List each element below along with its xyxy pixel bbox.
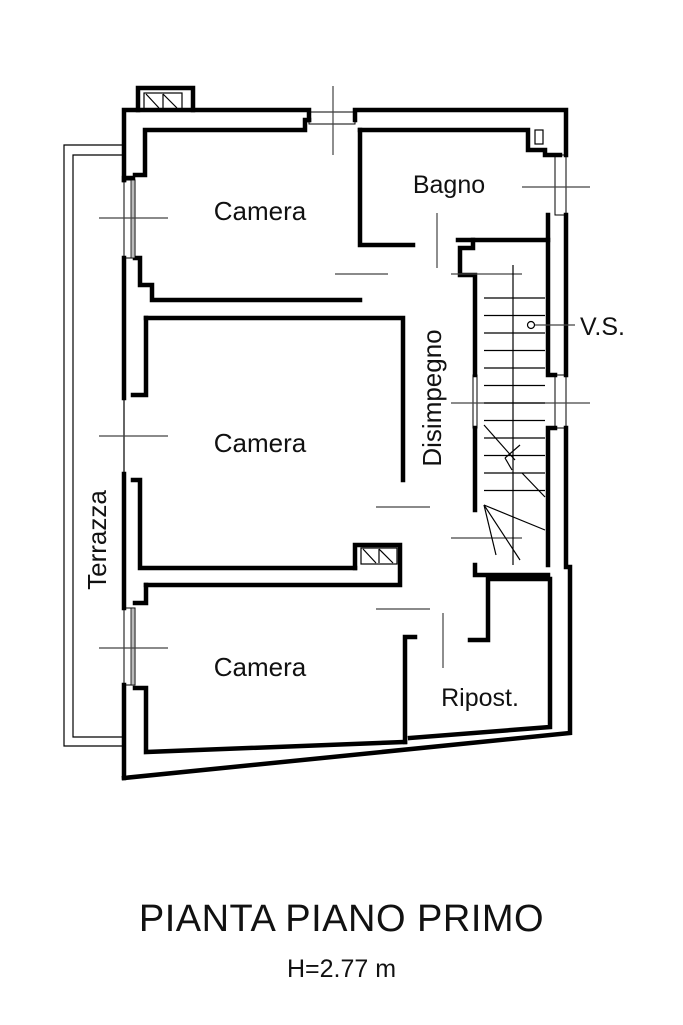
- inner-walls: [130, 117, 563, 755]
- stair-winder: [483, 504, 497, 556]
- stair-winder: [483, 504, 546, 531]
- terrace-outline: [63, 144, 123, 747]
- stair-winder: [483, 504, 521, 561]
- vent-label: V.S.: [580, 313, 625, 341]
- stair-arrow: [504, 457, 513, 471]
- stair-cut-line: [483, 424, 516, 461]
- plan-title: PIANTA PIANO PRIMO: [138, 898, 545, 940]
- room-label-bagno: Bagno: [413, 171, 485, 199]
- staircase: [483, 265, 546, 565]
- room-label-camera-bottom: Camera: [214, 652, 307, 682]
- room-label-camera-middle: Camera: [214, 428, 307, 458]
- vent-marker: [526, 320, 575, 330]
- flue-top: [143, 92, 183, 110]
- windows: [123, 111, 567, 686]
- floor-height-label: H=2.77 m: [286, 955, 397, 983]
- stair-arrow: [504, 444, 521, 459]
- bagno-shaft: [534, 129, 544, 145]
- room-label-camera-top: Camera: [214, 196, 307, 226]
- room-label-ripostiglio: Ripost.: [441, 684, 519, 712]
- outer-walls: [121, 85, 573, 781]
- flue-middle: [360, 547, 398, 565]
- room-label-disimpegno: Disimpegno: [417, 329, 447, 466]
- room-label-terrazza: Terrazza: [82, 490, 112, 590]
- stair-cut-line: [521, 472, 546, 498]
